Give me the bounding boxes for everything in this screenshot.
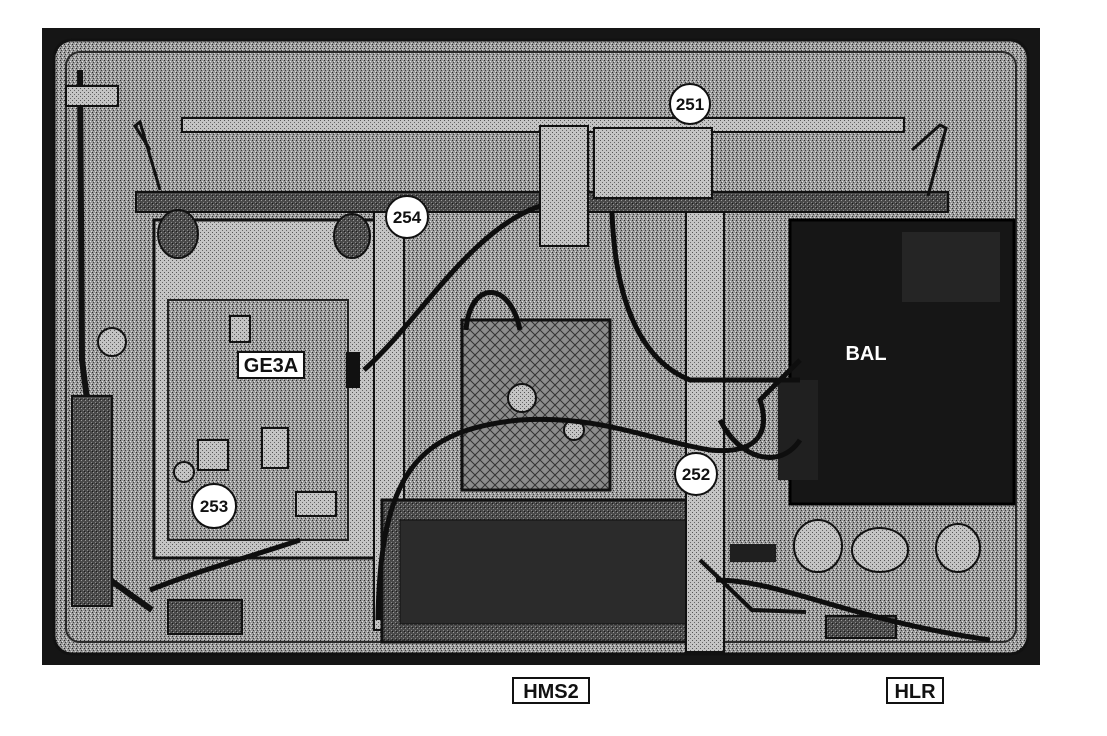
label-bal: BAL (845, 343, 886, 365)
label-ge3a-text: GE3A (244, 355, 298, 377)
label-hlr-text: HLR (894, 681, 936, 703)
bottom-right-parts (730, 519, 981, 639)
callout-251-text: 251 (676, 95, 704, 114)
label-hlr: HLR (886, 677, 944, 704)
callout-252: 252 (674, 452, 718, 496)
left-cable (65, 69, 154, 613)
center-module (380, 318, 712, 644)
label-hms2: HMS2 (512, 677, 590, 704)
callout-251: 251 (669, 83, 711, 125)
callout-254-text: 254 (393, 208, 422, 227)
top-rail (133, 117, 949, 247)
callout-253: 253 (191, 483, 237, 529)
label-bal-text: BAL (845, 343, 886, 365)
cable-harness (149, 203, 991, 643)
callout-254: 254 (385, 195, 429, 239)
label-ge3a: GE3A (237, 351, 305, 379)
callout-252-text: 252 (682, 465, 710, 484)
bal-board (778, 218, 1016, 506)
callout-253-text: 253 (200, 497, 228, 516)
label-hms2-text: HMS2 (523, 681, 579, 703)
